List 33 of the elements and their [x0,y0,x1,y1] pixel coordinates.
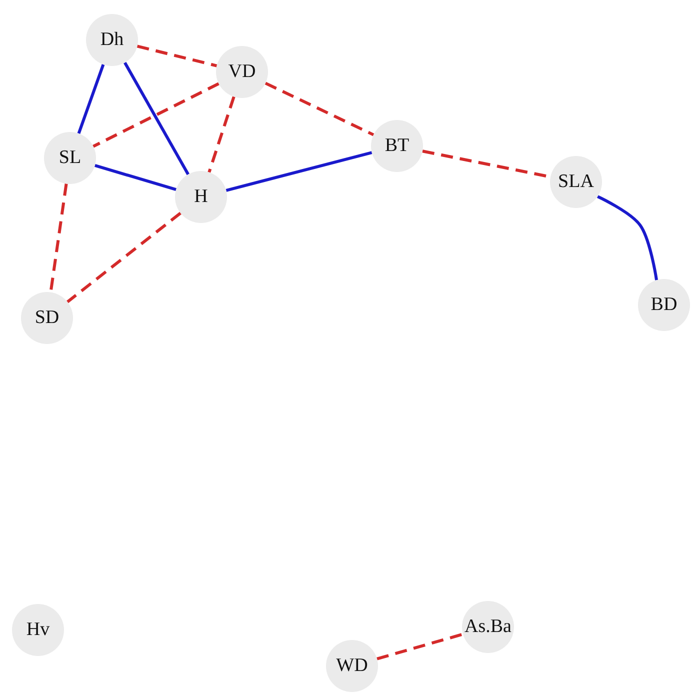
dashed-edge [136,44,218,68]
dashed-edge [49,184,68,292]
node-label: SL [58,147,82,169]
dashed-edge [208,96,236,173]
node-circle [86,14,138,66]
node-label: WD [336,655,368,677]
node-label: VD [228,61,256,83]
node-circle [638,279,690,331]
node-circle [44,132,96,184]
node-circle [216,46,268,98]
dashed-edge [92,82,220,148]
edge-line [77,64,105,134]
node-circle [550,156,602,208]
node-circle [326,640,378,692]
dashed-edge [66,212,182,304]
node-label: BT [384,135,410,157]
dashed-edge [264,82,374,136]
node-circle [462,601,514,653]
node-label: As.Ba [464,616,512,638]
node-label: SLA [558,171,594,193]
node-label: SD [34,307,60,329]
node-circle [371,120,423,172]
node-circle [21,292,73,344]
node-label: BD [650,294,678,316]
dashed-edge [376,632,464,660]
edge-line [94,164,176,192]
node-label: H [194,186,208,208]
edge-line [124,62,190,176]
edge-line [226,151,372,192]
node-label: Hv [26,619,50,641]
node-circle [175,171,227,223]
node-label: Dh [100,29,124,51]
edge-line [596,195,658,280]
